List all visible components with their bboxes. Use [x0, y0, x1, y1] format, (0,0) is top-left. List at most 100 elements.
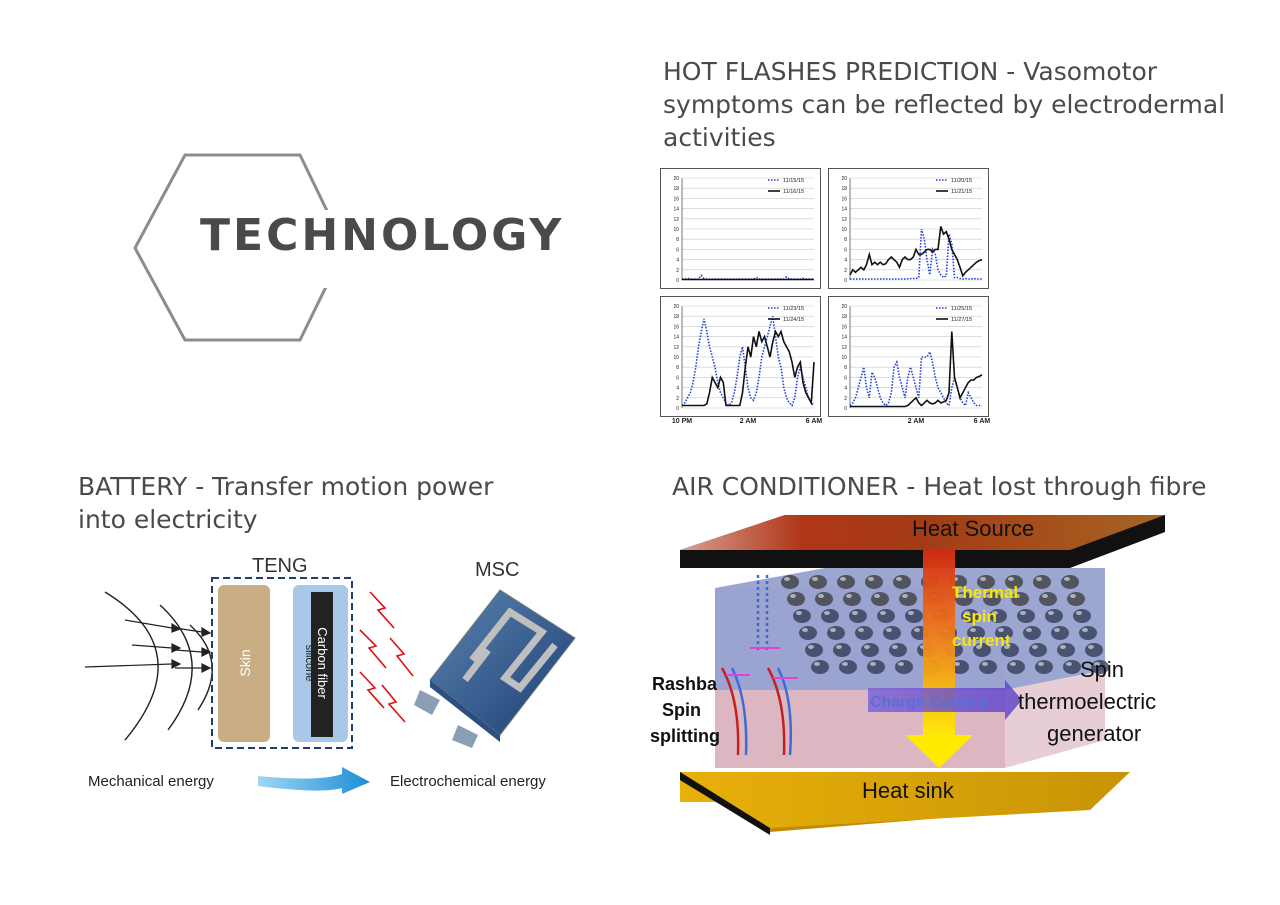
spin-particle-highlight: [784, 577, 790, 581]
spin-particle-highlight: [1042, 594, 1048, 598]
spin-particle: [899, 592, 917, 606]
series-line: [850, 331, 983, 408]
spin-particle-highlight: [802, 628, 808, 632]
y-tick-label: 0: [676, 406, 679, 412]
hot-flashes-title-line: activities: [663, 123, 776, 152]
legend-label: 11/15/15: [783, 178, 804, 184]
spin-particle: [861, 643, 879, 657]
spin-particle-highlight: [964, 611, 970, 615]
spin-particle: [1023, 626, 1041, 640]
y-tick-label: 14: [841, 335, 847, 341]
spin-particle-highlight: [980, 577, 986, 581]
series-line: [682, 329, 815, 407]
msc-device: [414, 589, 576, 748]
hot-flashes-title-line: symptoms can be reflected by electroderm…: [663, 90, 1226, 119]
spin-particle: [1073, 609, 1091, 623]
spin-particle-highlight: [1088, 645, 1094, 649]
spin-particle-highlight: [1014, 594, 1020, 598]
spin-particle: [979, 660, 997, 674]
y-tick-label: 14: [841, 207, 847, 213]
legend-label: 11/27/15: [951, 317, 972, 323]
spin-particle-highlight: [852, 611, 858, 615]
hexagon-frame: [133, 153, 350, 342]
legend-label: 11/24/15: [783, 317, 804, 323]
spin-particle-highlight: [840, 577, 846, 581]
mechanical-energy-label: Mechanical energy: [88, 773, 214, 790]
spin-particle: [867, 660, 885, 674]
spin-particle: [1035, 660, 1053, 674]
y-tick-label: 20: [673, 304, 679, 310]
spin-particle: [883, 626, 901, 640]
series-line: [849, 226, 983, 278]
y-tick-label: 14: [673, 207, 679, 213]
spin-particle-highlight: [1026, 628, 1032, 632]
y-tick-label: 16: [673, 196, 679, 202]
spin-particle: [1051, 626, 1069, 640]
spin-particle-highlight: [1020, 611, 1026, 615]
spin-particle-highlight: [1036, 577, 1042, 581]
spin-particle-highlight: [1066, 662, 1072, 666]
spin-particle: [889, 643, 907, 657]
y-tick-label: 16: [841, 324, 847, 330]
y-tick-label: 6: [844, 375, 847, 381]
spin-particle-highlight: [1070, 594, 1076, 598]
heat-sink-label: Heat sink: [862, 778, 955, 803]
spin-particle-highlight: [986, 594, 992, 598]
spin-particle: [1033, 575, 1051, 589]
spin-particle-highlight: [824, 611, 830, 615]
hot-flashes-title-line: HOT FLASHES PREDICTION - Vasomotor: [663, 57, 1158, 86]
y-tick-label: 18: [841, 186, 847, 192]
spin-particle-highlight: [898, 662, 904, 666]
spin-thermoelectric-generator-label: Spin thermoelectric generator: [1018, 657, 1162, 746]
y-tick-label: 12: [841, 217, 847, 223]
y-tick-label: 18: [841, 314, 847, 320]
spin-particle-highlight: [970, 628, 976, 632]
spin-particle: [1007, 660, 1025, 674]
spin-particle-highlight: [790, 594, 796, 598]
y-tick-label: 6: [844, 247, 847, 253]
charge-current-arrow: [868, 680, 1022, 720]
spin-particle-highlight: [886, 628, 892, 632]
skin-label: Skin: [237, 649, 253, 676]
y-tick-label: 8: [844, 237, 847, 243]
y-tick-label: 2: [676, 268, 679, 274]
y-tick-label: 10: [841, 227, 847, 233]
spin-particle-highlight: [818, 594, 824, 598]
spin-particle-highlight: [1032, 645, 1038, 649]
spin-particle: [809, 575, 827, 589]
y-tick-label: 2: [844, 396, 847, 402]
charge-current-label: Charge Current: [870, 694, 988, 711]
y-tick-label: 2: [676, 396, 679, 402]
y-tick-label: 16: [673, 324, 679, 330]
spin-particle-highlight: [796, 611, 802, 615]
spin-particle-highlight: [1082, 628, 1088, 632]
y-tick-label: 8: [676, 365, 679, 371]
legend-label: 11/25/15: [951, 306, 972, 312]
spin-particle-highlight: [874, 594, 880, 598]
spin-particle-highlight: [1004, 645, 1010, 649]
x-tick-label: 2 AM: [908, 418, 925, 424]
spin-particle: [1039, 592, 1057, 606]
spin-particle: [837, 575, 855, 589]
spin-particle: [905, 609, 923, 623]
silicone-label: silicone: [303, 645, 315, 682]
spin-particle: [811, 660, 829, 674]
chart-frame: [660, 168, 821, 289]
spin-particle-highlight: [868, 577, 874, 581]
skin-layer: [218, 585, 270, 742]
spin-particle-highlight: [1054, 628, 1060, 632]
spin-particle: [1061, 575, 1079, 589]
series-line: [850, 228, 982, 280]
spin-particle: [781, 575, 799, 589]
x-tick-label: 6 AM: [806, 418, 823, 424]
x-tick-label: 2 AM: [740, 418, 757, 424]
y-tick-label: 12: [841, 345, 847, 351]
spin-particle-highlight: [976, 645, 982, 649]
y-tick-label: 18: [673, 186, 679, 192]
energy-arrow: [258, 767, 370, 794]
y-tick-label: 18: [673, 314, 679, 320]
